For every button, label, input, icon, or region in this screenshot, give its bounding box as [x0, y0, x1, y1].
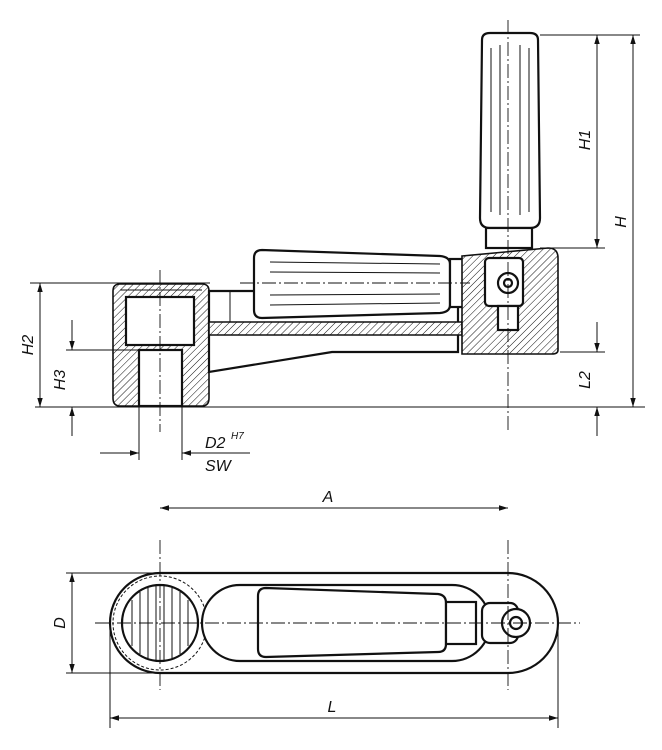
label-D: D: [52, 617, 69, 629]
folding-grip-top: [256, 586, 448, 659]
folding-grip-side: [252, 248, 478, 320]
label-H3: H3: [52, 370, 69, 391]
joint-housing-section: [461, 247, 559, 355]
label-H2: H2: [20, 335, 37, 356]
label-D2: D2: [205, 435, 226, 452]
label-SW: SW: [205, 458, 233, 475]
label-L2: L2: [577, 371, 594, 389]
hub-section: [112, 283, 210, 408]
label-H1: H1: [577, 130, 594, 150]
side-view: H2 H3 H1 H L2 D2 H7 SW A: [20, 20, 645, 511]
label-A: A: [322, 489, 334, 506]
vertical-grip-side: [478, 31, 542, 250]
label-L: L: [328, 699, 337, 716]
label-tolerance: H7: [231, 431, 244, 442]
label-H: H: [613, 216, 630, 228]
top-view: D L: [52, 540, 580, 728]
